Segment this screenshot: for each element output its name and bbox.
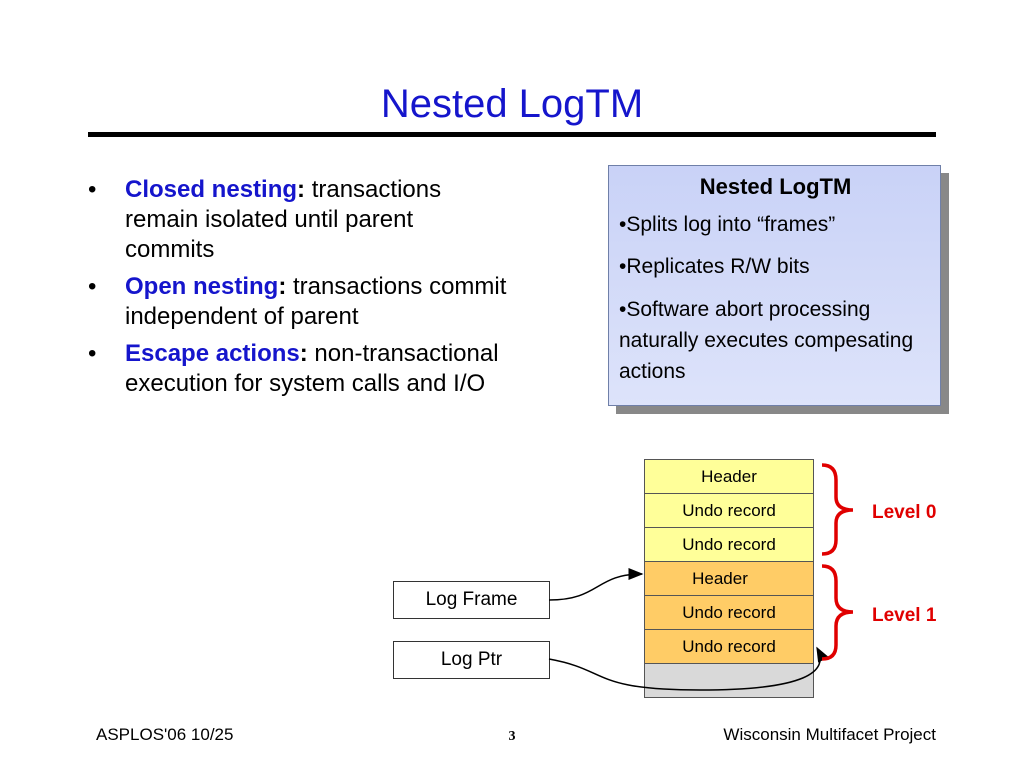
log-stack: Header Undo record Undo record Header Un… bbox=[644, 459, 814, 698]
log-row-undo-record: Undo record bbox=[645, 630, 813, 664]
bullet-text: transactions remain isolated until paren… bbox=[125, 176, 442, 263]
bullet-colon: : bbox=[297, 176, 306, 203]
bullet-colon: : bbox=[278, 273, 287, 300]
bullet-list: • Closed nesting: transactions remain is… bbox=[88, 175, 508, 406]
callout-item: •Software abort processing naturally exe… bbox=[619, 298, 914, 383]
bullet-escape-actions: • Escape actions: non-transactional exec… bbox=[88, 339, 508, 399]
bullet-term: Closed nesting bbox=[125, 176, 298, 203]
log-row-undo-record: Undo record bbox=[645, 494, 813, 528]
bullet-open-nesting: • Open nesting: transactions commit inde… bbox=[88, 272, 508, 332]
callout-title: Nested LogTM bbox=[699, 174, 852, 199]
bullet-marker: • bbox=[88, 273, 97, 300]
callout-item: •Splits log into “frames” bbox=[619, 213, 836, 236]
level-1-brace bbox=[821, 564, 854, 661]
bullet-term: Open nesting bbox=[125, 273, 279, 300]
bullet-colon: : bbox=[299, 340, 308, 367]
log-row-undo-record: Undo record bbox=[645, 528, 813, 562]
slide-title: Nested LogTM bbox=[380, 82, 644, 126]
callout-item: •Replicates R/W bits bbox=[619, 255, 810, 278]
log-frame-arrow bbox=[548, 568, 644, 601]
level-0-label: Level 0 bbox=[872, 502, 937, 523]
level-0-brace bbox=[821, 463, 854, 556]
bullet-marker: • bbox=[88, 176, 97, 203]
log-ptr-box: Log Ptr bbox=[393, 641, 550, 679]
footer-page-number: 3 bbox=[508, 729, 516, 744]
level-1-label: Level 1 bbox=[872, 605, 937, 626]
bullet-term: Escape actions bbox=[125, 340, 300, 367]
bullet-text: transactions commit independent of paren… bbox=[125, 273, 507, 330]
log-row-header: Header bbox=[645, 562, 813, 596]
footer-conference: ASPLOS'06 10/25 bbox=[96, 725, 234, 744]
log-row-header: Header bbox=[645, 460, 813, 494]
footer-project: Wisconsin Multifacet Project bbox=[723, 725, 936, 744]
callout-box: Nested LogTM •Splits log into “frames” •… bbox=[608, 165, 941, 406]
title-divider bbox=[88, 132, 936, 137]
log-ptr-arrow bbox=[548, 646, 829, 691]
log-row-empty bbox=[645, 664, 813, 697]
log-frame-box: Log Frame bbox=[393, 581, 550, 619]
log-row-undo-record: Undo record bbox=[645, 596, 813, 630]
bullet-marker: • bbox=[88, 340, 97, 367]
bullet-text: non-transactional execution for system c… bbox=[125, 340, 499, 397]
bullet-closed-nesting: • Closed nesting: transactions remain is… bbox=[88, 175, 508, 265]
